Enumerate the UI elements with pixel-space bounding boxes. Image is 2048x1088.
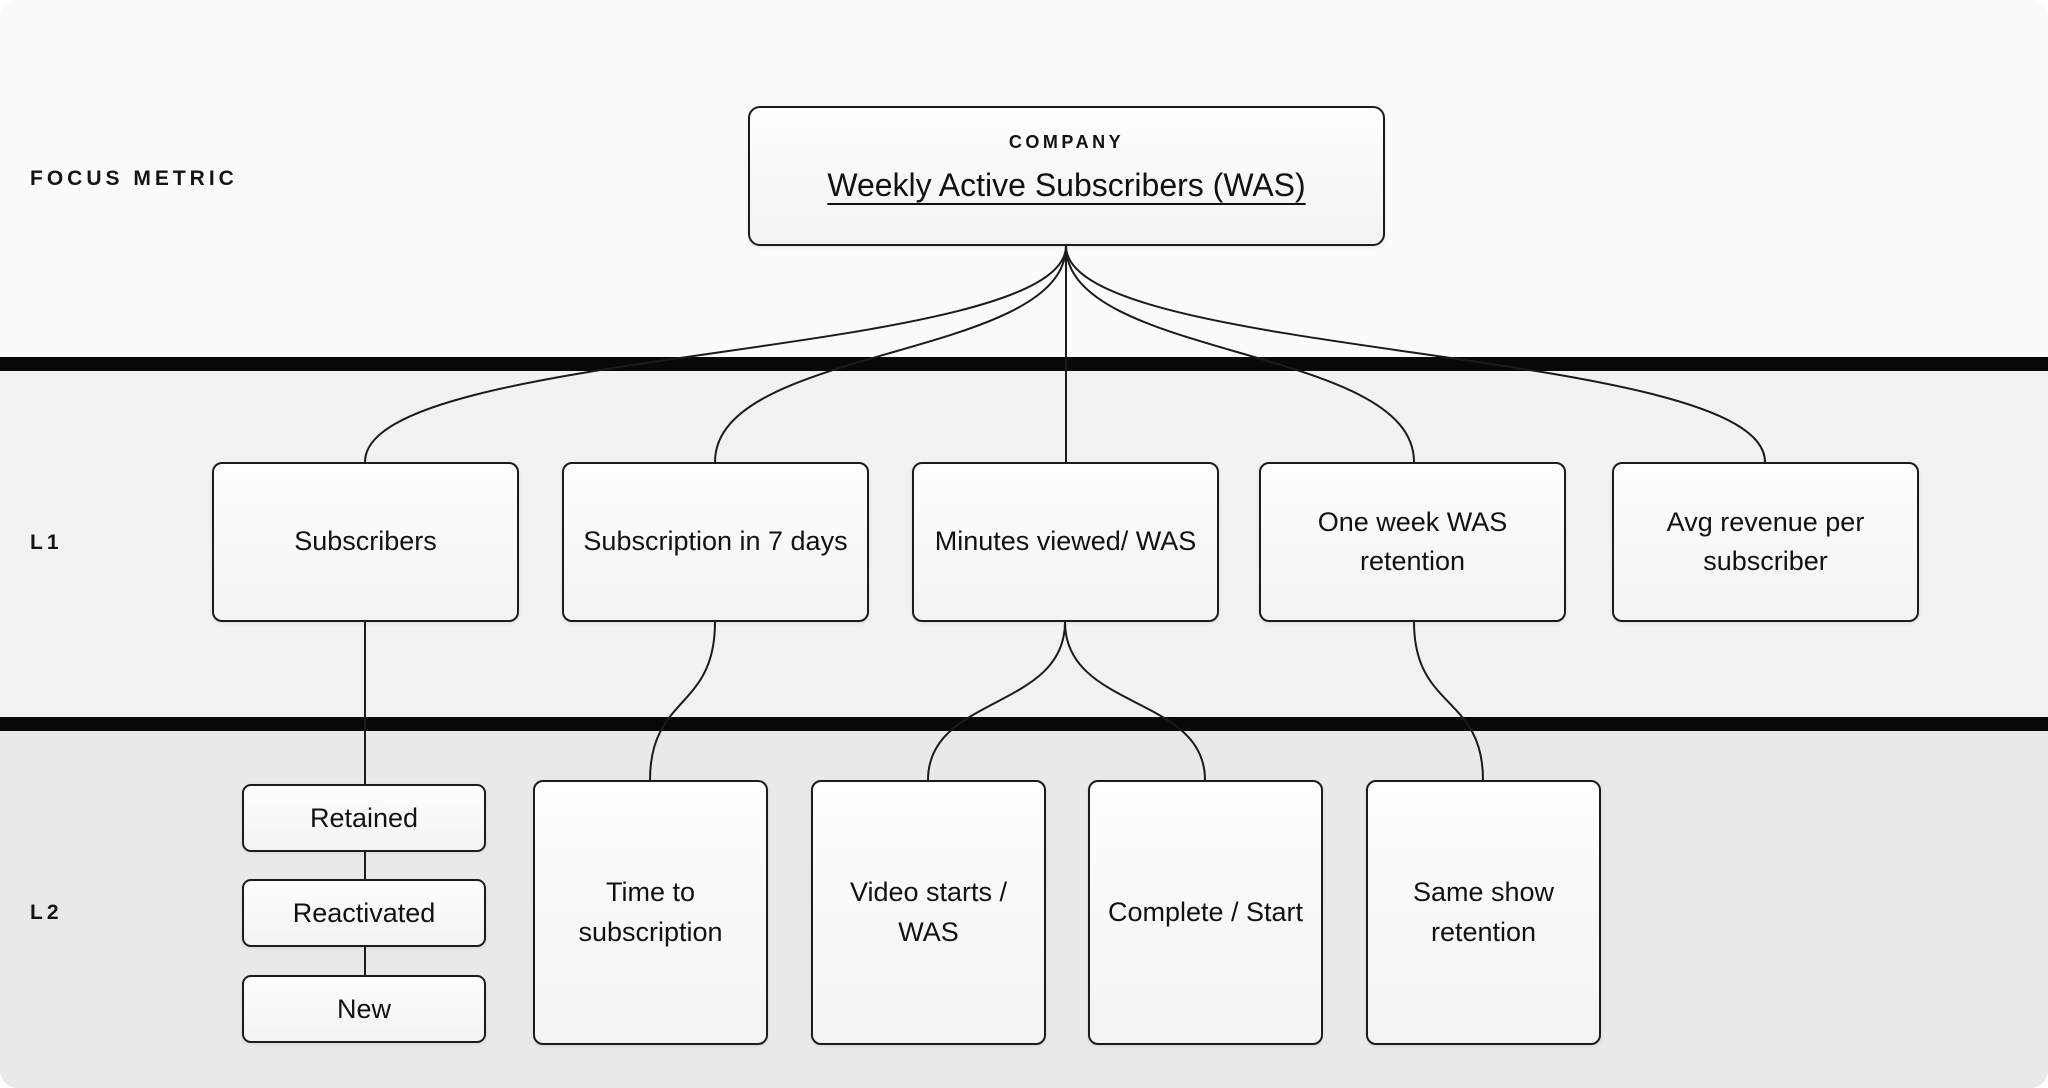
node-label: Retained bbox=[309, 802, 419, 833]
wire-subscription-time bbox=[649, 621, 716, 781]
company-node: COMPANY Weekly Active Subscribers (WAS) bbox=[748, 106, 1385, 246]
l2-node-reactivated: Reactivated bbox=[242, 879, 486, 947]
wire-company-avgrev bbox=[1065, 245, 1766, 463]
node-label: Time to subscription bbox=[578, 877, 723, 947]
l2-node-video-starts-per-was: Video starts / WAS bbox=[811, 780, 1046, 1045]
node-label: Video starts / WAS bbox=[849, 877, 1008, 947]
wire-company-oneweek bbox=[1065, 245, 1415, 463]
wire-oneweek-sameshow bbox=[1413, 621, 1484, 781]
row-label-l1: L1 bbox=[30, 531, 63, 554]
band-divider bbox=[0, 717, 2048, 731]
node-label: Complete / Start bbox=[1107, 896, 1304, 927]
wire-minutes-complete bbox=[1064, 621, 1206, 781]
l1-node-subscription-in-7-days: Subscription in 7 days bbox=[562, 462, 869, 622]
l1-node-subscribers: Subscribers bbox=[212, 462, 519, 622]
node-label: Reactivated bbox=[292, 897, 436, 928]
band-divider bbox=[0, 357, 2048, 371]
node-label: Avg revenue per subscriber bbox=[1666, 506, 1865, 576]
l1-node-avg-revenue-per-subscriber: Avg revenue per subscriber bbox=[1612, 462, 1919, 622]
focus-metric-title: Weekly Active Subscribers (WAS) bbox=[827, 167, 1306, 203]
wire-minutes-videostarts bbox=[927, 621, 1066, 781]
node-label: Minutes viewed/ WAS bbox=[934, 526, 1197, 557]
l1-node-minutes-viewed-per-was: Minutes viewed/ WAS bbox=[912, 462, 1219, 622]
node-label: One week WAS retention bbox=[1317, 506, 1508, 576]
node-label: New bbox=[336, 993, 391, 1024]
node-label: Same show retention bbox=[1412, 877, 1555, 947]
l2-node-complete-per-start: Complete / Start bbox=[1088, 780, 1323, 1045]
wire-company-subscription bbox=[714, 245, 1067, 463]
l2-node-time-to-subscription: Time to subscription bbox=[533, 780, 768, 1045]
l1-node-one-week-was-retention: One week WAS retention bbox=[1259, 462, 1566, 622]
company-eyebrow: COMPANY bbox=[1008, 132, 1125, 152]
node-label: Subscribers bbox=[294, 526, 437, 557]
row-label-focus-metric: FOCUS METRIC bbox=[30, 167, 238, 190]
node-label: Subscription in 7 days bbox=[583, 526, 848, 557]
row-label-l2: L2 bbox=[30, 901, 63, 924]
l2-node-same-show-retention: Same show retention bbox=[1366, 780, 1601, 1045]
l2-node-new: New bbox=[242, 975, 486, 1043]
wire-company-subscribers bbox=[364, 245, 1067, 463]
l2-node-retained: Retained bbox=[242, 784, 486, 852]
